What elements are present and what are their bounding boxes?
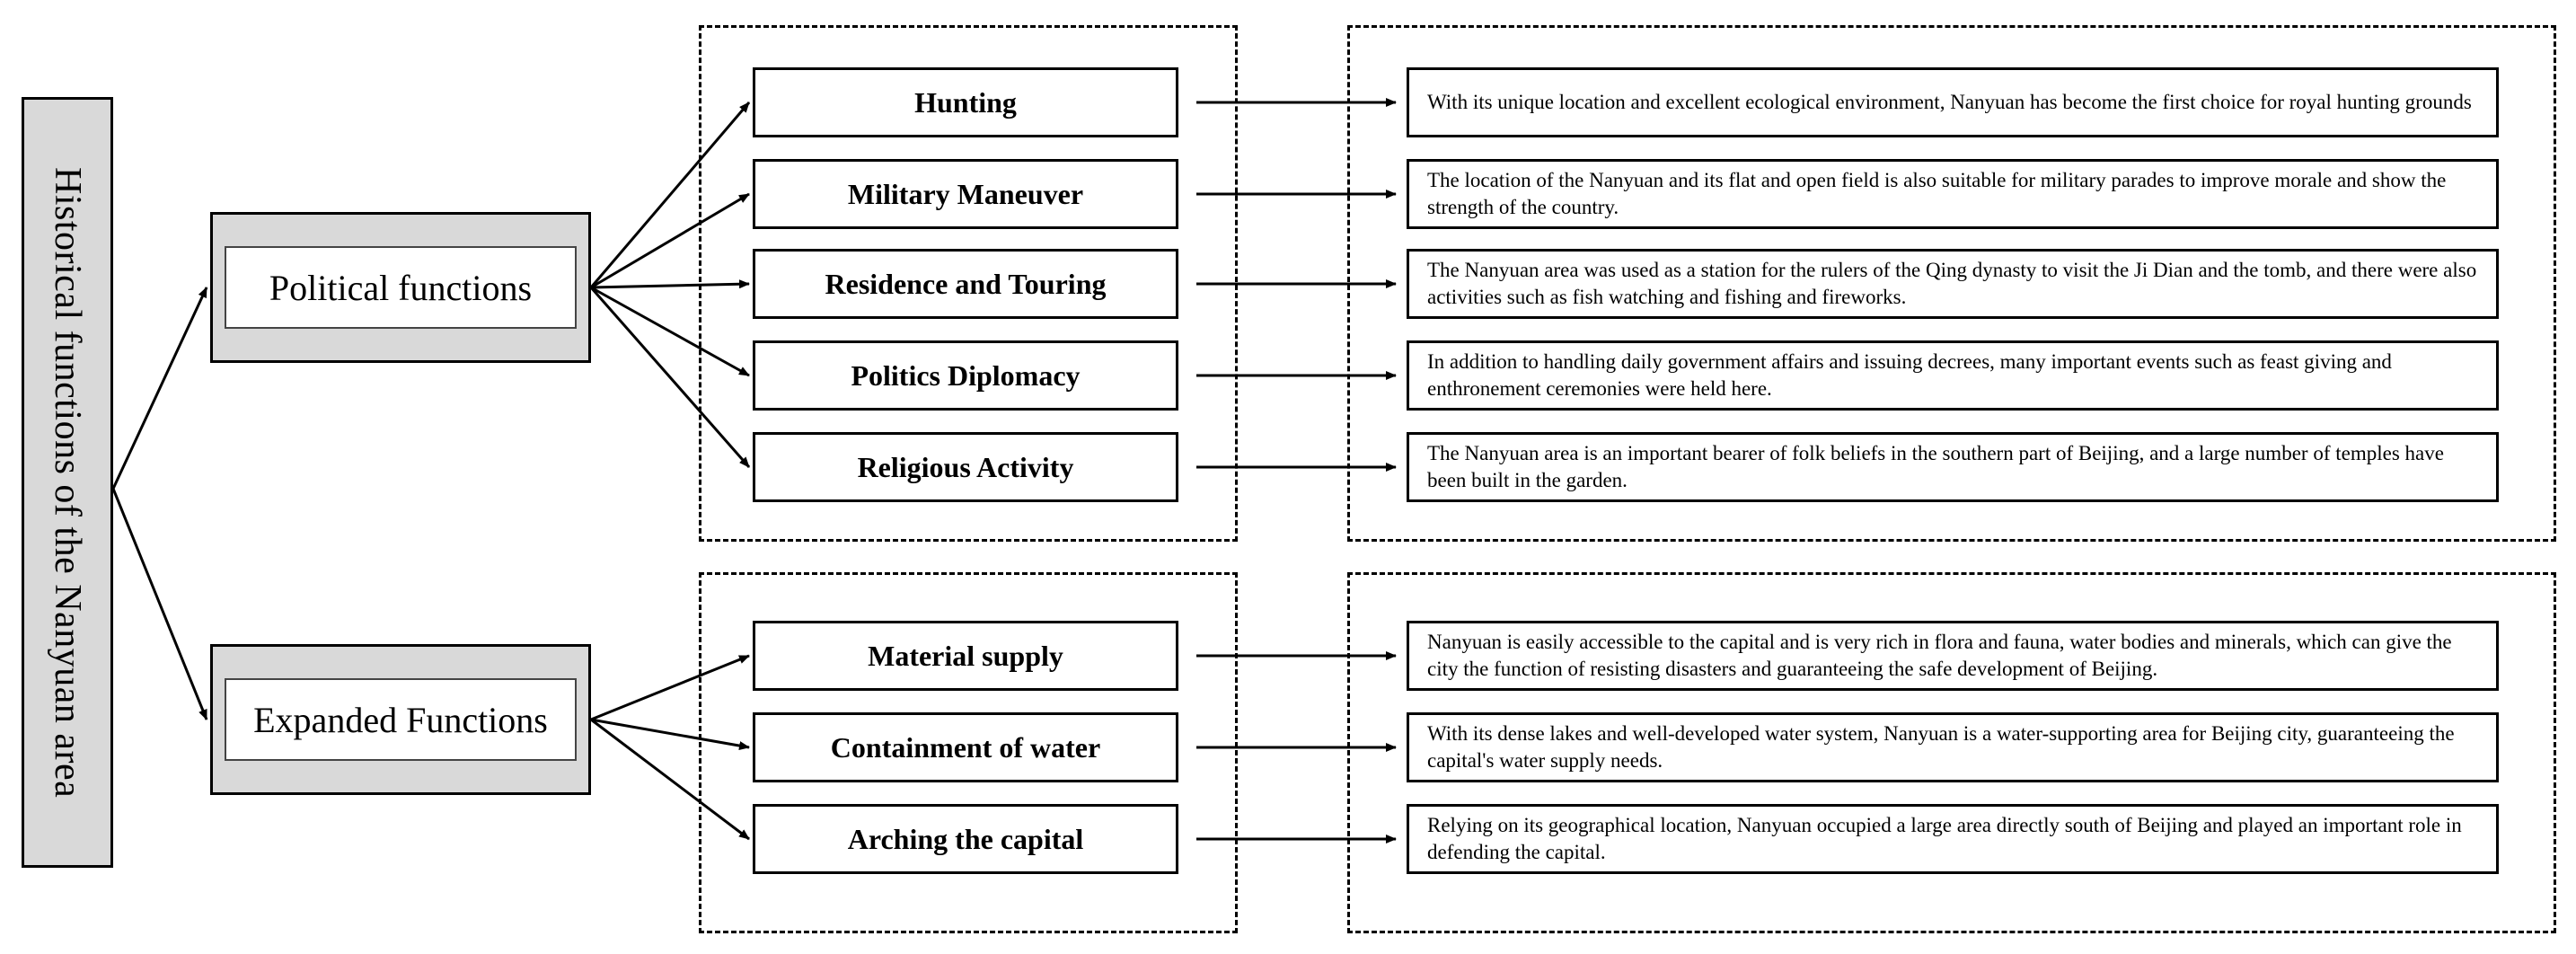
function-material-supply: Material supply: [753, 621, 1178, 691]
description-containment-of-water: With its dense lakes and well-developed …: [1407, 712, 2499, 782]
description-religious-activity: The Nanyuan area is an important bearer …: [1407, 432, 2499, 502]
description-politics-diplomacy: In addition to handling daily government…: [1407, 340, 2499, 411]
category-label: Expanded Functions: [225, 678, 577, 761]
function-residence-and-touring: Residence and Touring: [753, 249, 1178, 319]
political-functions-group: [699, 25, 1238, 542]
root-label: Historical functions of the Nanyuan area: [47, 166, 88, 799]
function-containment-of-water: Containment of water: [753, 712, 1178, 782]
root-node: Historical functions of the Nanyuan area: [22, 97, 113, 868]
category-label: Political functions: [225, 246, 577, 329]
category-political-functions: Political functions: [210, 212, 591, 363]
arrow-category-to-function: [590, 279, 750, 289]
function-religious-activity: Religious Activity: [753, 432, 1178, 502]
arrow-category-to-function: [590, 718, 750, 841]
description-residence-and-touring: The Nanyuan area was used as a station f…: [1407, 249, 2499, 319]
function-hunting: Hunting: [753, 67, 1178, 137]
description-military-maneuver: The location of the Nanyuan and its flat…: [1407, 159, 2499, 229]
arrow-category-to-function: [589, 102, 751, 288]
category-expanded-functions: Expanded Functions: [210, 644, 591, 795]
function-politics-diplomacy: Politics Diplomacy: [753, 340, 1178, 411]
arrow-root-to-category: [111, 488, 208, 720]
description-arching-the-capital: Relying on its geographical location, Na…: [1407, 804, 2499, 874]
arrow-root-to-category: [111, 287, 208, 490]
function-military-maneuver: Military Maneuver: [753, 159, 1178, 229]
arrow-category-to-function: [590, 286, 750, 377]
function-arching-the-capital: Arching the capital: [753, 804, 1178, 874]
expanded-descriptions-group: [1347, 572, 2556, 933]
expanded-functions-group: [699, 572, 1238, 933]
arrow-category-to-function: [590, 718, 750, 751]
arrow-category-to-function: [589, 287, 751, 468]
description-hunting: With its unique location and excellent e…: [1407, 67, 2499, 137]
description-material-supply: Nanyuan is easily accessible to the capi…: [1407, 621, 2499, 691]
political-descriptions-group: [1347, 25, 2556, 542]
arrow-category-to-function: [590, 192, 750, 289]
arrow-category-to-function: [590, 654, 750, 721]
